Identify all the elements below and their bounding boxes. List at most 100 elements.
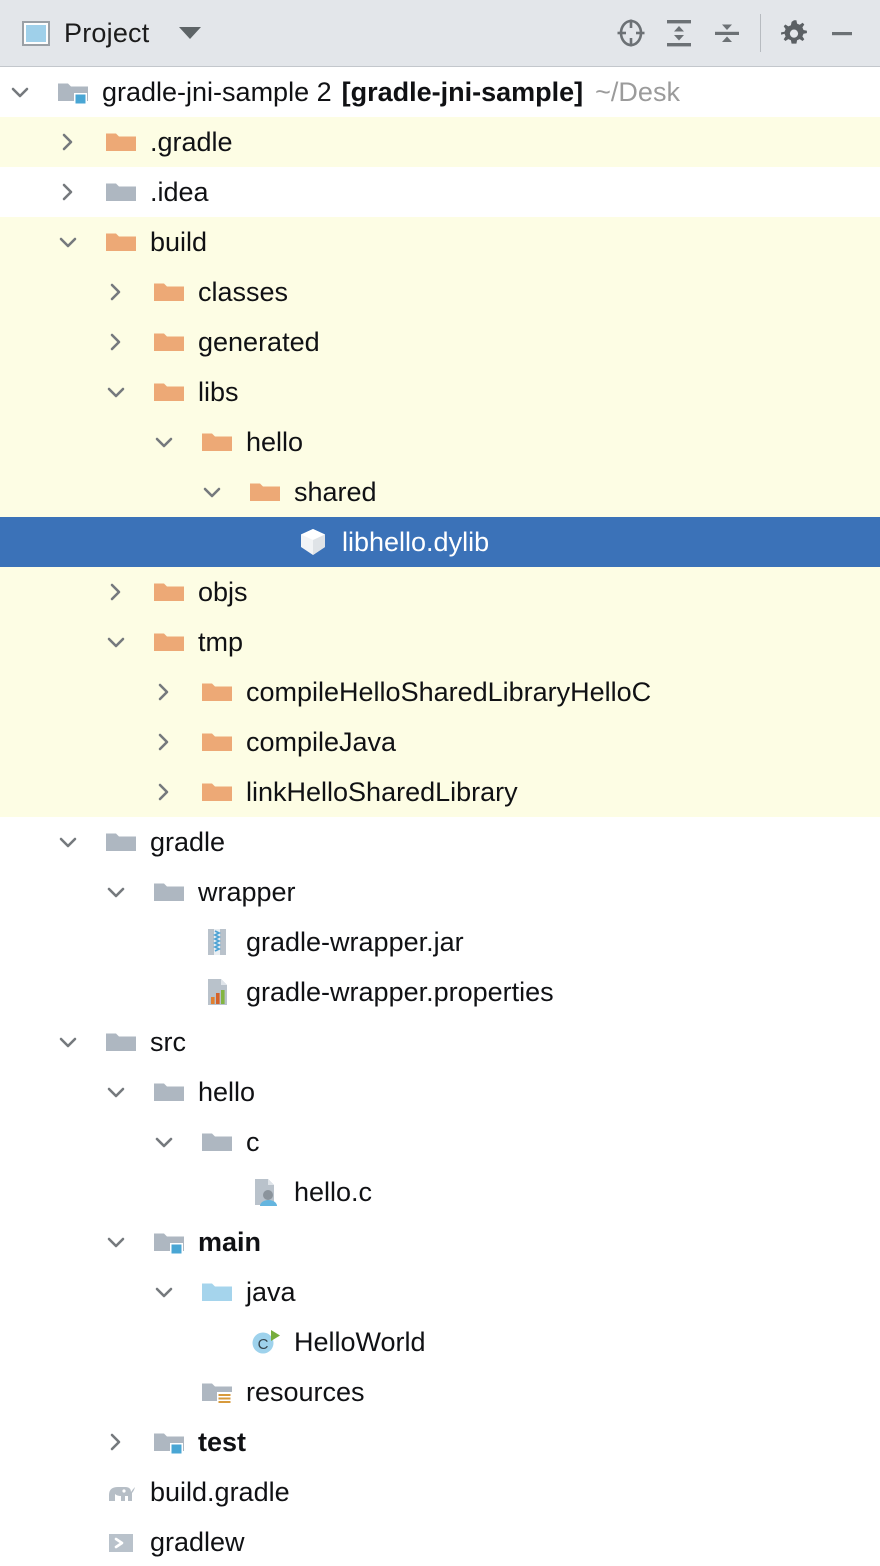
- tree-row-libs[interactable]: libs: [0, 367, 880, 417]
- chevron-down-icon[interactable]: [102, 1228, 130, 1256]
- tree-node: hello: [200, 425, 303, 459]
- tree-row-gradlew[interactable]: gradlew: [0, 1517, 880, 1566]
- chevron-down-icon[interactable]: [150, 1128, 178, 1156]
- tree-node: main: [152, 1225, 261, 1259]
- chevron-right-icon[interactable]: [150, 728, 178, 756]
- chevron-right-icon[interactable]: [102, 578, 130, 606]
- tree-node-label: compileJava: [246, 726, 397, 757]
- tree-node: libhello.dylib: [296, 525, 489, 559]
- tree-row-build[interactable]: build: [0, 217, 880, 267]
- tree-node: classes: [152, 275, 288, 309]
- tree-node: generated: [152, 325, 320, 359]
- tree-row-src[interactable]: src: [0, 1017, 880, 1067]
- tree-row-gradle-wrapper-jar[interactable]: gradle-wrapper.jar: [0, 917, 880, 967]
- tree-row-classes[interactable]: classes: [0, 267, 880, 317]
- tree-node-label: hello: [198, 1076, 256, 1107]
- chevron-right-icon[interactable]: [150, 678, 178, 706]
- select-opened-file-button[interactable]: [607, 9, 655, 57]
- tree-row-libhello-dylib[interactable]: libhello.dylib: [0, 517, 880, 567]
- minimize-button[interactable]: [818, 9, 866, 57]
- collapse-all-button[interactable]: [703, 9, 751, 57]
- tree-row-hello-c[interactable]: hello.c: [0, 1167, 880, 1217]
- project-toolwindow-title-group[interactable]: Project: [22, 18, 202, 49]
- project-tree[interactable]: gradle-jni-sample 2[gradle-jni-sample]~/…: [0, 67, 880, 1566]
- project-path: ~/Desk: [595, 76, 680, 107]
- module-folder-icon: [152, 1225, 186, 1259]
- tree-row-generated[interactable]: generated: [0, 317, 880, 367]
- chevron-down-icon[interactable]: [54, 828, 82, 856]
- chevron-right-icon[interactable]: [102, 328, 130, 356]
- c-source-file-icon: [248, 1175, 282, 1209]
- tree-node: test: [152, 1425, 246, 1459]
- tree-row-linkhellosharedlibrary[interactable]: linkHelloSharedLibrary: [0, 767, 880, 817]
- folder-gray-icon: [152, 1075, 186, 1109]
- tree-row-dot-gradle[interactable]: .gradle: [0, 117, 880, 167]
- chevron-right-icon[interactable]: [102, 1428, 130, 1456]
- chevron-down-icon[interactable]: [150, 1278, 178, 1306]
- tree-node: gradlew: [104, 1525, 245, 1559]
- properties-file-icon: [200, 975, 234, 1009]
- chevron-down-icon[interactable]: [179, 27, 202, 39]
- settings-button[interactable]: [770, 9, 818, 57]
- tree-row-main[interactable]: main: [0, 1217, 880, 1267]
- chevron-right-icon[interactable]: [54, 128, 82, 156]
- tree-node: wrapper: [152, 875, 296, 909]
- expand-all-icon: [667, 20, 691, 47]
- tree-row-wrapper[interactable]: wrapper: [0, 867, 880, 917]
- tree-node: gradle-wrapper.jar: [200, 925, 464, 959]
- tree-node-label: c: [246, 1126, 260, 1157]
- tree-row-compilehellosharedlibraryhelloc[interactable]: compileHelloSharedLibraryHelloC: [0, 667, 880, 717]
- folder-orange-icon: [200, 675, 234, 709]
- chevron-down-icon[interactable]: [102, 628, 130, 656]
- folder-gray-icon: [104, 175, 138, 209]
- tree-node: gradle: [104, 825, 225, 859]
- chevron-down-icon[interactable]: [54, 1028, 82, 1056]
- tree-node: linkHelloSharedLibrary: [200, 775, 518, 809]
- tree-row-c[interactable]: c: [0, 1117, 880, 1167]
- chevron-down-icon[interactable]: [54, 228, 82, 256]
- module-folder-icon: [152, 1425, 186, 1459]
- toolwindow-actions: [607, 9, 866, 57]
- tree-row-gradle-jni-sample[interactable]: gradle-jni-sample 2[gradle-jni-sample]~/…: [0, 67, 880, 117]
- tree-row-java[interactable]: java: [0, 1267, 880, 1317]
- tree-node-label: gradle-wrapper.jar: [246, 926, 464, 957]
- chevron-down-icon[interactable]: [6, 78, 34, 106]
- tree-row-test[interactable]: test: [0, 1417, 880, 1467]
- chevron-down-icon[interactable]: [102, 378, 130, 406]
- tree-row-dot-idea[interactable]: .idea: [0, 167, 880, 217]
- folder-orange-icon: [152, 325, 186, 359]
- expand-all-button[interactable]: [655, 9, 703, 57]
- chevron-down-icon[interactable]: [102, 878, 130, 906]
- project-toolwindow-header: Project: [0, 0, 880, 67]
- tree-node-label: build.gradle: [150, 1476, 290, 1507]
- tree-node-label: main: [198, 1226, 262, 1257]
- chevron-right-icon[interactable]: [150, 778, 178, 806]
- tree-node-label: test: [198, 1426, 247, 1457]
- chevron-down-icon[interactable]: [102, 1078, 130, 1106]
- tree-node: hello: [152, 1075, 255, 1109]
- shell-script-icon: [104, 1525, 138, 1559]
- tree-node: c: [200, 1125, 260, 1159]
- tree-row-src-hello[interactable]: hello: [0, 1067, 880, 1117]
- tree-node: compileHelloSharedLibraryHelloC: [200, 675, 651, 709]
- tree-row-shared[interactable]: shared: [0, 467, 880, 517]
- tree-row-compilejava[interactable]: compileJava: [0, 717, 880, 767]
- tree-node-label: HelloWorld: [294, 1326, 426, 1357]
- tree-row-objs[interactable]: objs: [0, 567, 880, 617]
- tree-row-gradle-wrapper-properties[interactable]: gradle-wrapper.properties: [0, 967, 880, 1017]
- folder-gray-icon: [200, 1125, 234, 1159]
- tree-row-libs-hello[interactable]: hello: [0, 417, 880, 467]
- chevron-right-icon[interactable]: [102, 278, 130, 306]
- tree-row-build-gradle[interactable]: build.gradle: [0, 1467, 880, 1517]
- toolbar-separator: [760, 14, 761, 52]
- tree-row-gradle[interactable]: gradle: [0, 817, 880, 867]
- chevron-down-icon[interactable]: [150, 428, 178, 456]
- project-module-name: [gradle-jni-sample]: [341, 76, 584, 107]
- chevron-right-icon[interactable]: [54, 178, 82, 206]
- tree-row-resources[interactable]: resources: [0, 1367, 880, 1417]
- folder-gray-icon: [104, 825, 138, 859]
- crosshair-target-icon: [617, 19, 645, 47]
- tree-row-tmp[interactable]: tmp: [0, 617, 880, 667]
- chevron-down-icon[interactable]: [198, 478, 226, 506]
